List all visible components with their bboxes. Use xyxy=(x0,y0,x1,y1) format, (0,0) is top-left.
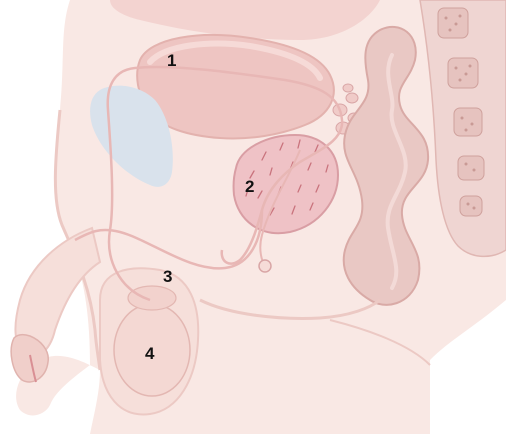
label-4: 4 xyxy=(145,345,154,362)
label-2: 2 xyxy=(245,178,254,195)
bulbourethral-gland xyxy=(259,260,271,272)
label-1: 1 xyxy=(167,52,176,69)
epididymis xyxy=(128,286,176,310)
label-3: 3 xyxy=(163,268,172,285)
